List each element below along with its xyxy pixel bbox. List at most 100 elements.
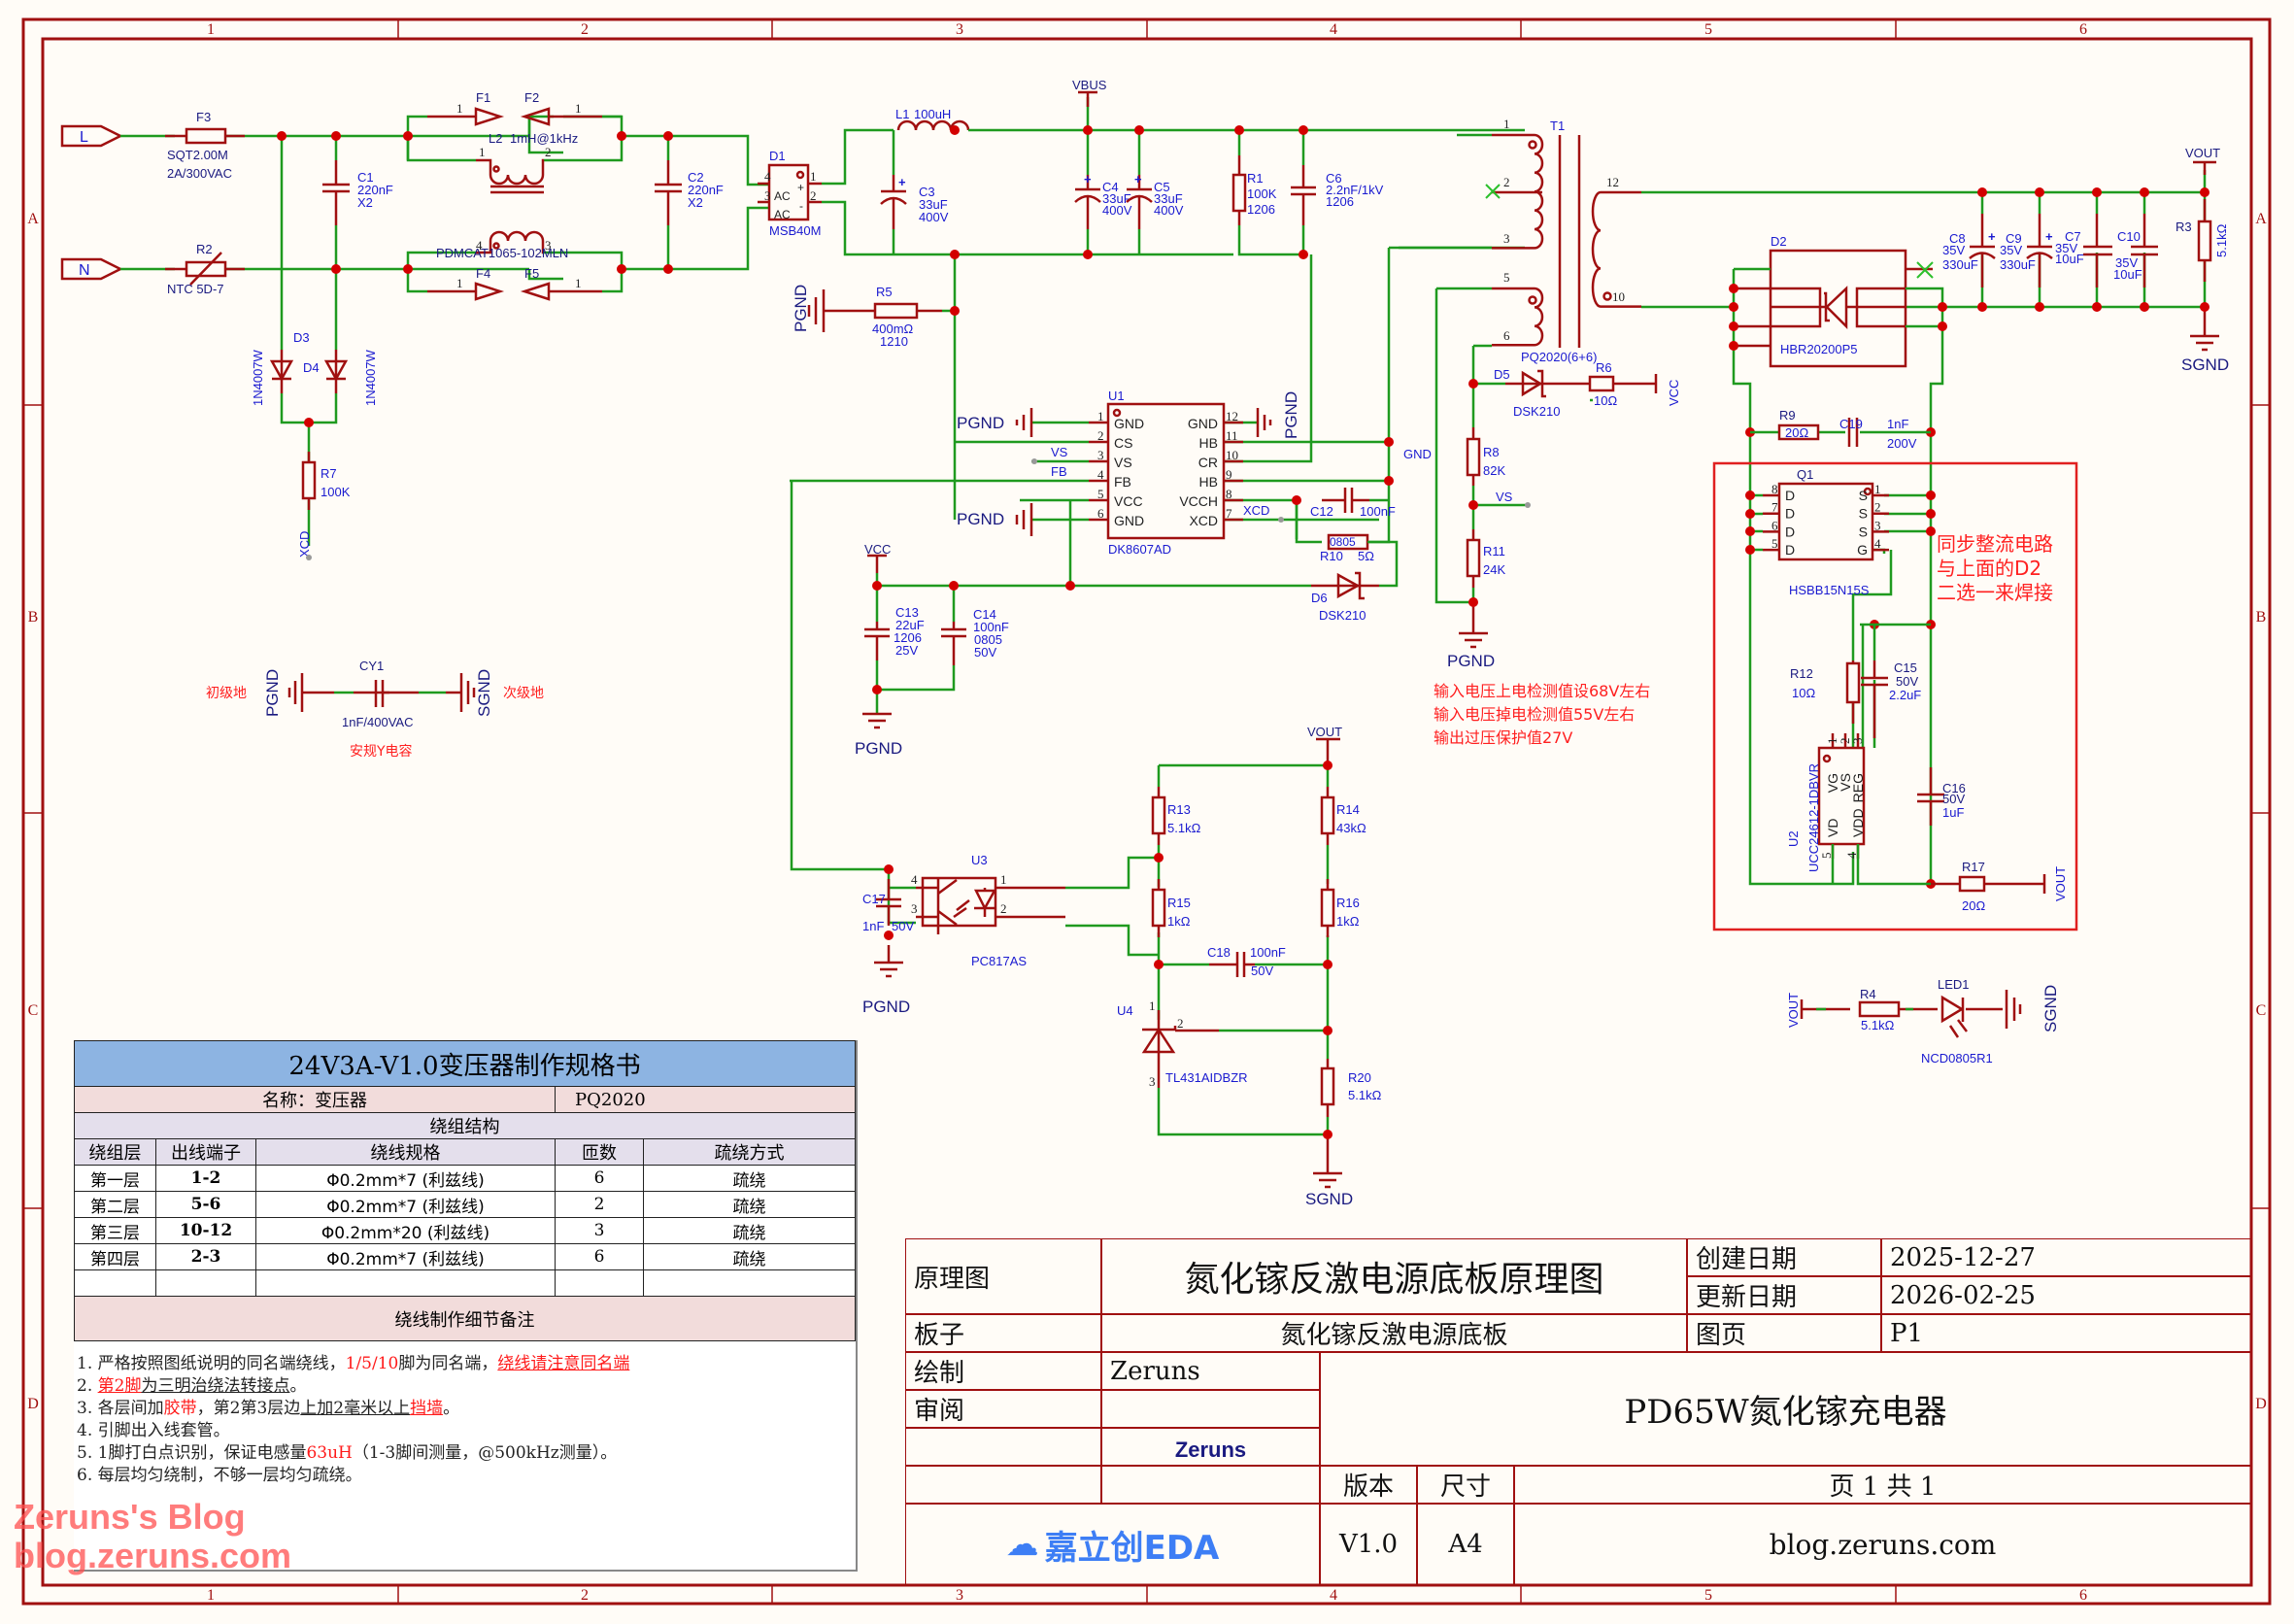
resistor-R10[interactable]: 0805 R10 5Ω	[1320, 533, 1374, 563]
resistor-R7[interactable]: R7 100K	[301, 452, 351, 510]
note-sync-2: 与上面的D2	[1937, 557, 2041, 580]
C1-ref: C1	[357, 170, 374, 185]
rectifier-D2[interactable]: D2 HBR20200P5	[1734, 234, 1933, 368]
fuse-F4[interactable]: F4 1	[427, 266, 505, 301]
resistor-R14[interactable]: R14 43kΩ	[1320, 787, 1366, 845]
R1-package: 1206	[1247, 202, 1275, 217]
L2-part: PDMCAT1065-102MLN	[436, 246, 568, 260]
resistor-R16[interactable]: R16 1kΩ	[1320, 879, 1360, 937]
C1-type: X2	[357, 195, 373, 210]
thermistor-R2[interactable]: R2 NTC 5D-7	[165, 242, 245, 296]
ruler-col-5: 5	[1704, 21, 1712, 38]
tb-website: blog.zeruns.com	[1514, 1504, 2251, 1585]
ground-pgnd-r5: PGND	[792, 285, 826, 332]
q1-pin-name: S	[1859, 488, 1868, 503]
resistor-R3[interactable]: R3 5.1kΩ	[2176, 199, 2229, 282]
R20-ref: R20	[1348, 1070, 1371, 1085]
resistor-R17[interactable]: R17 20Ω	[1931, 860, 2044, 913]
capacitor-C14[interactable]: C14 100nF 0805 50V	[941, 607, 1009, 665]
resistor-R13[interactable]: R13 5.1kΩ	[1151, 787, 1201, 845]
capacitor-C10[interactable]: C10 35V 10uF	[2113, 214, 2158, 288]
net-sgnd-fb: SGND	[1305, 1190, 1353, 1208]
C15-ref: C15	[1894, 660, 1917, 675]
T1-pin-1: 1	[1503, 117, 1510, 131]
diode-D4[interactable]: D4 1N4007W	[303, 349, 378, 406]
note-primary-ground: 初级地	[206, 685, 247, 701]
capacitor-C3[interactable]: + C3 33uF 400V	[880, 175, 949, 229]
R2-value: NTC 5D-7	[167, 282, 224, 296]
optocoupler-U3[interactable]: U3 PC817AS 4 3 1 2	[911, 853, 1065, 968]
R7-ref: R7	[320, 466, 337, 481]
u2-pin-name: REG	[1850, 773, 1866, 802]
C3-voltage: 400V	[919, 210, 949, 224]
capacitor-C8[interactable]: + C8 35V 330uF	[1942, 214, 1996, 288]
diode-D5[interactable]: D5 DSK210	[1494, 367, 1560, 419]
ic-U2[interactable]: U2 UCC24612-1DBVR	[1786, 746, 1866, 872]
shunt-regulator-U4[interactable]: U4 TL431AIDBZR 1 2 3	[1117, 998, 1328, 1089]
capacitor-C7[interactable]: C7 35V 10uF	[2055, 214, 2112, 288]
net-port-xcd-u1	[1278, 517, 1284, 523]
junctions-fb	[884, 761, 1333, 1139]
capacitor-C9[interactable]: + C9 35V 330uF	[2000, 214, 2053, 288]
resistor-R12[interactable]: R12 10Ω	[1790, 660, 1861, 724]
fuse-F1[interactable]: F1 1	[427, 90, 505, 126]
ruler-col-6-bottom: 6	[2079, 1587, 2087, 1604]
net-fb-u1: FB	[1051, 464, 1067, 479]
capacitor-CY1[interactable]: CY1 1nF/400VAC	[342, 659, 419, 729]
diode-D6[interactable]: D6 DSK210	[1311, 571, 1379, 623]
diode-D3[interactable]: D3 1N4007W	[251, 330, 310, 406]
connector-live[interactable]: L	[60, 124, 123, 148]
C16-voltage: 50V	[1942, 792, 1965, 806]
bridge-rectifier-D1[interactable]: D1 AC AC + - 4 3 1 2 MSB40M	[764, 149, 821, 238]
ic-U1[interactable]: U1 DK8607AD	[1106, 389, 1226, 557]
resistor-R1[interactable]: R1 100K 1206	[1231, 155, 1277, 225]
capacitor-C16[interactable]: C16 50V 1uF	[1917, 767, 1966, 826]
resistor-R8[interactable]: R8 82K	[1466, 427, 1505, 486]
C16-ref: C16	[1942, 781, 1966, 795]
resistor-R9[interactable]: R9 20Ω	[1777, 408, 1820, 441]
capacitor-C12[interactable]: C12 100nF	[1310, 488, 1396, 519]
junctions-secondary	[1729, 187, 2210, 437]
led-LED1[interactable]: LED1 NCD0805R1	[1921, 977, 1993, 1066]
U3-pin-4: 4	[911, 872, 918, 887]
capacitor-C2[interactable]: C2 220nF X2	[655, 160, 724, 225]
resistor-R15[interactable]: R15 1kΩ	[1151, 879, 1191, 937]
mosfet-Q1[interactable]: Q1 HSBB15N15S	[1777, 467, 1874, 597]
capacitor-C13[interactable]: C13 22uF 1206 25V	[864, 605, 925, 660]
resistor-R4[interactable]: R4 5.1kΩ	[1858, 987, 1901, 1032]
CY1-ref: CY1	[359, 659, 384, 673]
capacitor-C1[interactable]: C1 220nF X2	[322, 160, 393, 225]
D6-ref: D6	[1311, 591, 1328, 605]
resistor-R5[interactable]: R5 400mΩ 1210	[872, 285, 919, 349]
inductor-L1[interactable]: L1 100uH	[895, 107, 970, 131]
U4-ref: U4	[1117, 1003, 1133, 1018]
fuse-F5[interactable]: F5 1	[520, 266, 602, 301]
u1-pin-number: 10	[1226, 448, 1238, 462]
capacitor-C4[interactable]: + C4 33uF 400V	[1074, 172, 1132, 229]
u2-pin-name: VDD	[1850, 808, 1866, 837]
capacitor-C19[interactable]: C19 1nF 200V	[1839, 417, 1917, 451]
connector-neutral[interactable]: N	[60, 257, 123, 281]
resistor-R6[interactable]: R6 10Ω	[1554, 360, 1656, 408]
fuse-F3[interactable]: F3 SQT2.00M 2A/300VAC	[165, 110, 245, 181]
spec-note-6: 6. 每层均匀绕制，不够一层均匀疏绕。	[77, 1466, 362, 1485]
net-vout-r17: VOUT	[2053, 866, 2068, 901]
choke-L2[interactable]: L2 1mH@1kHz PDMCAT1065-102MLN 1 2 4 3	[436, 131, 578, 260]
C16-value: 1uF	[1942, 805, 1964, 820]
transformer-T1[interactable]: T1 PQ2020(6+6) 1 2 3 5 6 12 10	[1492, 117, 1641, 364]
note-voltage-1: 输入电压上电检测值设68V左右	[1434, 682, 1650, 700]
capacitor-C17[interactable]: C17 1nF 50V	[862, 879, 914, 933]
resistor-R20[interactable]: R20 5.1kΩ	[1320, 1059, 1382, 1117]
C9-ref: C9	[2006, 231, 2022, 246]
R2-ref: R2	[196, 242, 213, 256]
spec-notes: 1. 严格按照图纸说明的同名端绕线，1/5/10脚为同名端，绕线请注意同名端 2…	[74, 1341, 856, 1487]
C18-value: 100nF	[1250, 945, 1286, 960]
capacitor-C6[interactable]: C6 2.2nF/1kV 1206	[1291, 165, 1384, 225]
capacitor-C5[interactable]: + C5 33uF 400V	[1126, 172, 1184, 229]
capacitor-C15[interactable]: C15 50V 2.2uF	[1861, 660, 1921, 738]
R13-ref: R13	[1167, 802, 1191, 817]
L2-ref: L2	[489, 131, 502, 146]
resistor-R11[interactable]: R11 24K	[1466, 529, 1505, 588]
capacitor-C18[interactable]: C18 100nF 50V	[1207, 945, 1286, 978]
fuse-F2[interactable]: F2 1	[520, 90, 602, 126]
